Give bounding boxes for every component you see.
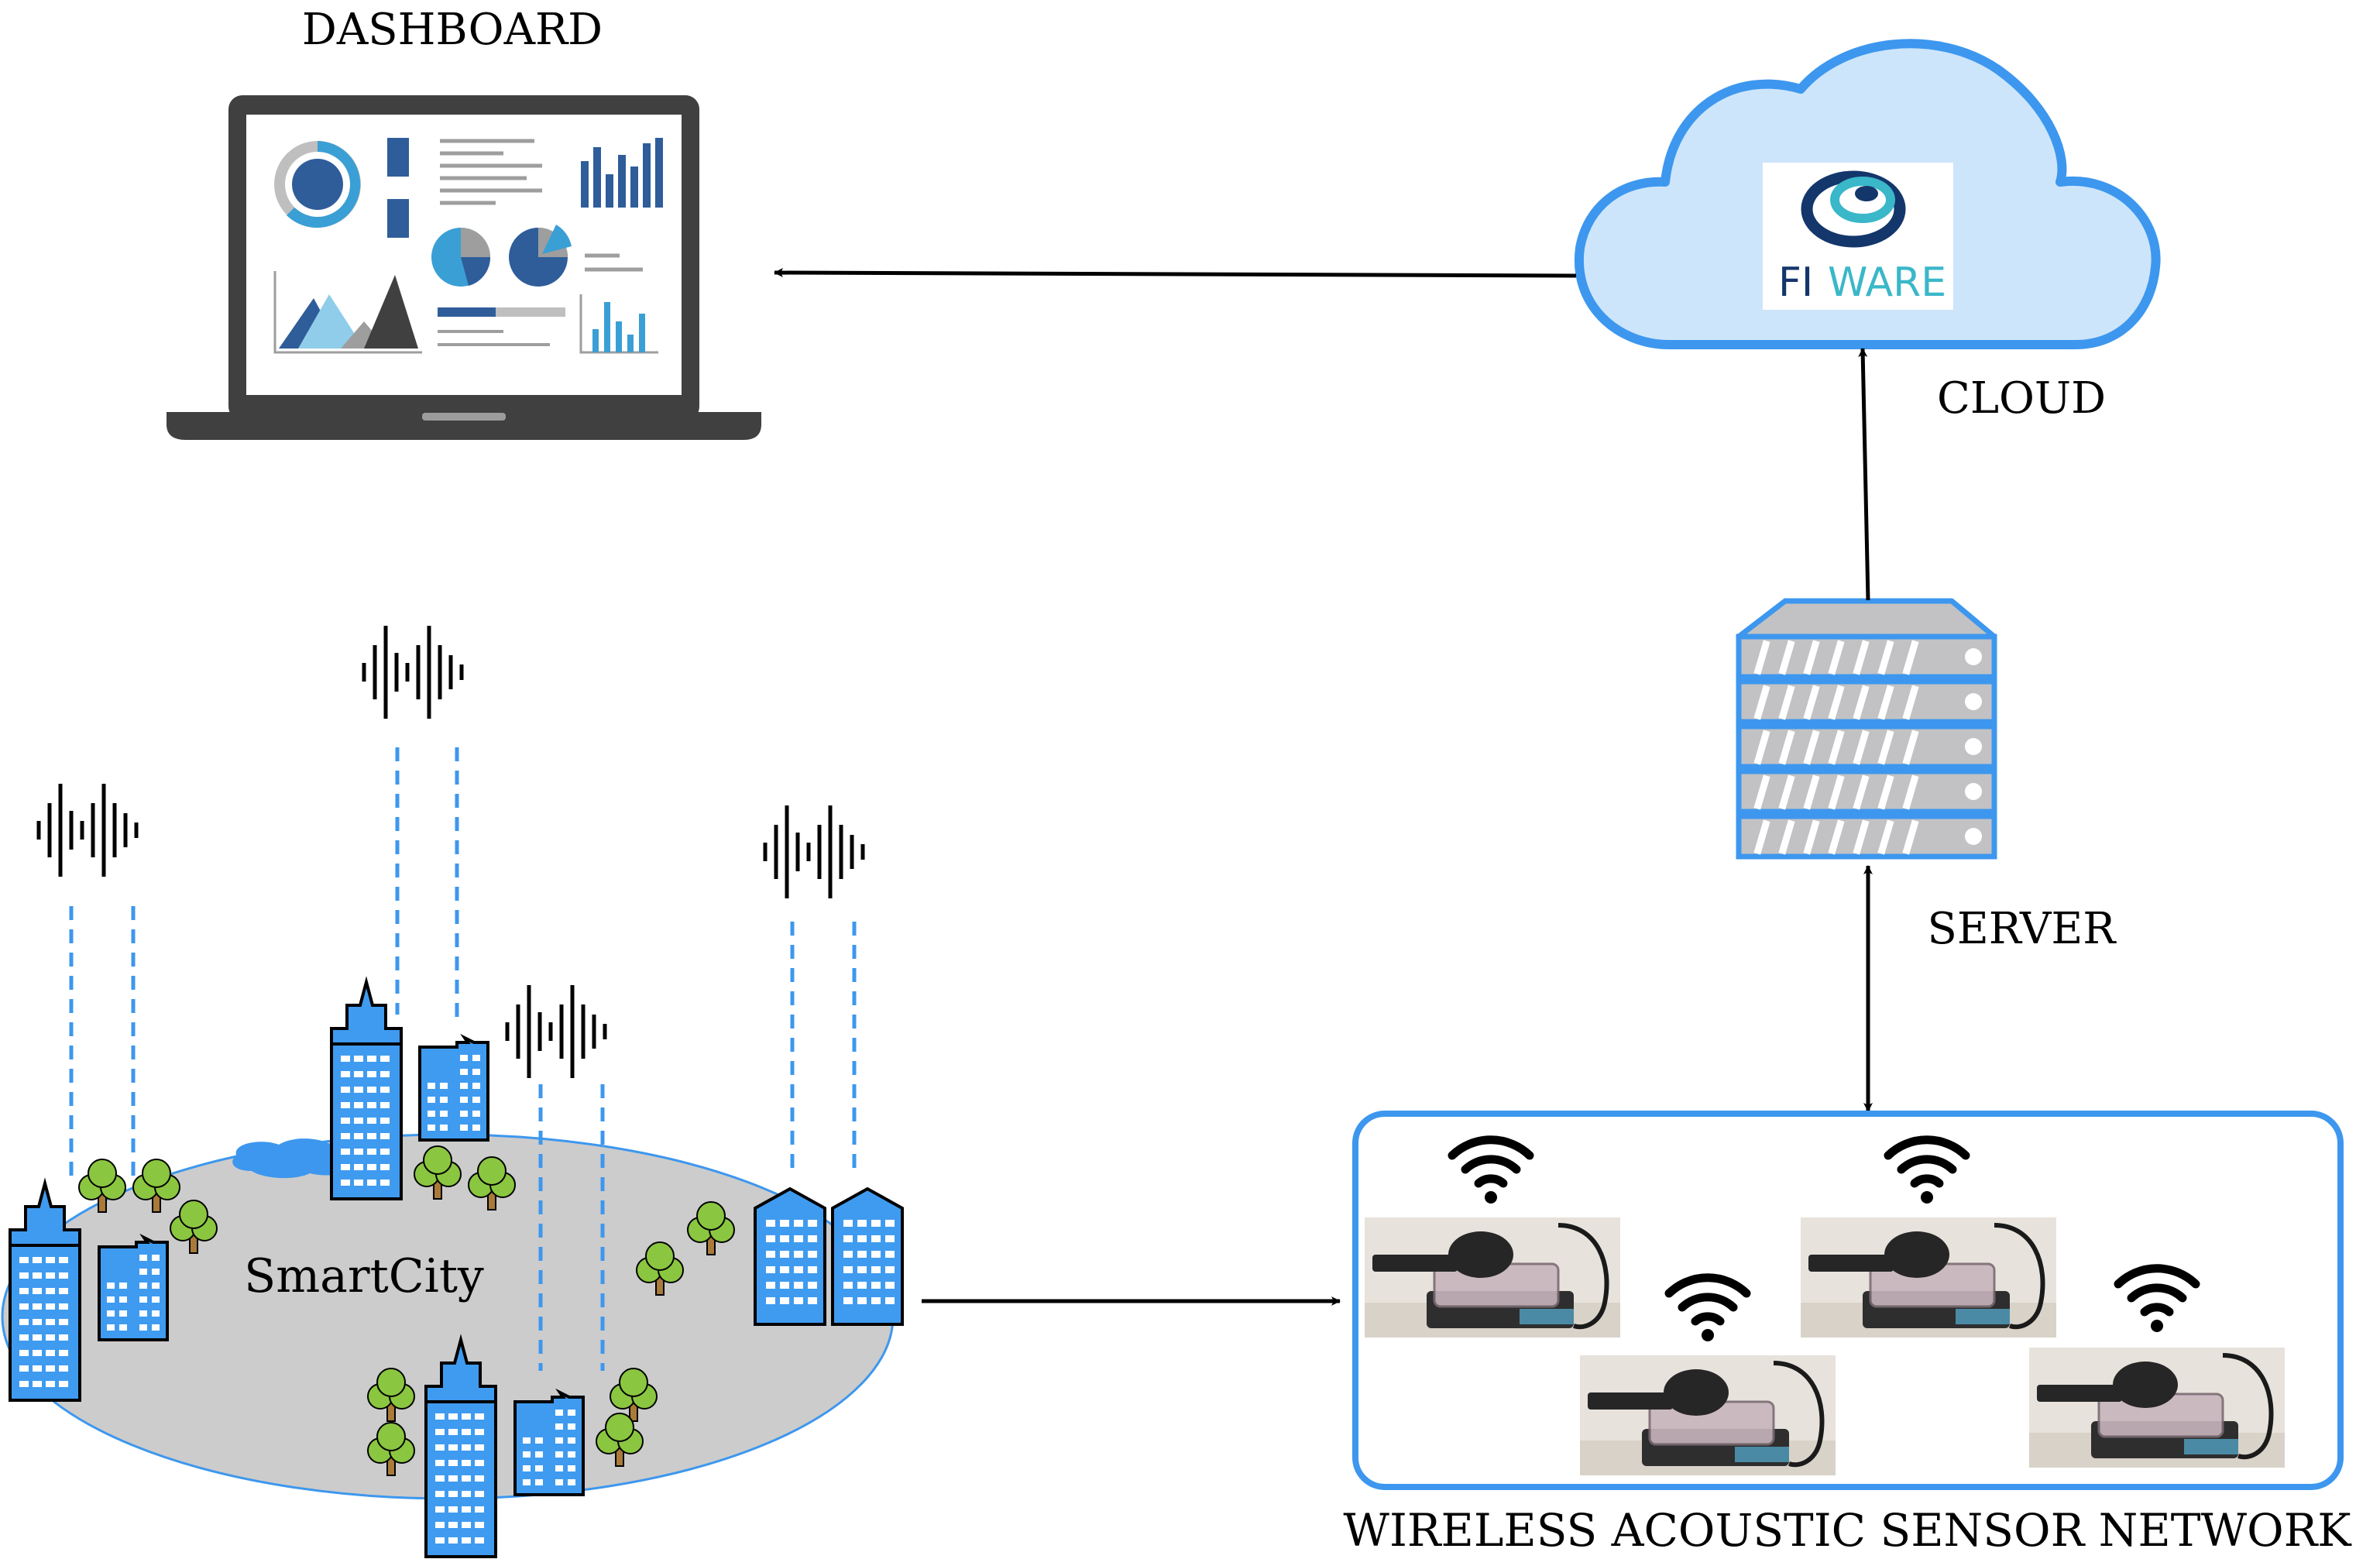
arrow-cloud-to-dashboard (774, 268, 1577, 278)
smartcity-label: SmartCity (244, 1249, 484, 1303)
building-icon (754, 1187, 826, 1326)
laptop-icon (167, 95, 761, 440)
pond (232, 1138, 358, 1179)
building-icon (330, 980, 403, 1200)
sensor-node-2 (1801, 1217, 2056, 1338)
cloud-label: CLOUD (1937, 373, 2106, 424)
building-icon (831, 1187, 904, 1326)
wasn-label: WIRELESS ACOUSTIC SENSOR NETWORK (1343, 1504, 2352, 1557)
building-icon (98, 1236, 169, 1341)
sound-wave-icon (765, 805, 863, 898)
arrow-server-to-cloud (1858, 348, 1870, 601)
sound-wave-icon (364, 626, 462, 719)
building-icon (418, 1036, 489, 1142)
building-icon (9, 1182, 81, 1402)
signal-lines (69, 747, 857, 1371)
sensor-node-1 (1365, 1217, 1620, 1338)
server-rack-icon (1736, 598, 1997, 860)
building-icon (513, 1391, 585, 1496)
sound-wave-icon (507, 985, 605, 1078)
sensor-node-4 (2029, 1348, 2285, 1468)
dashboard-label: DASHBOARD (302, 5, 603, 55)
fiware-text-fi: FI (1778, 259, 1813, 306)
fiware-logo: FI WARE (1763, 163, 1953, 310)
sensor-node-3 (1580, 1355, 1836, 1475)
sound-wave-icon (39, 784, 136, 877)
server-label: SERVER (1928, 904, 2117, 954)
fiware-text-ware: WARE (1828, 259, 1946, 306)
